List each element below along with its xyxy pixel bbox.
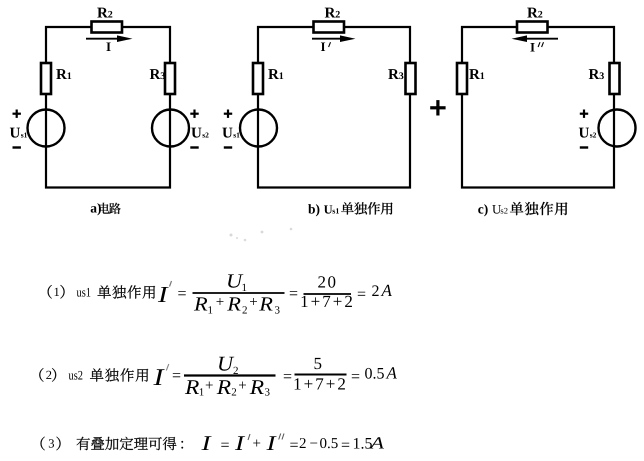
svg-text:3: 3 xyxy=(48,437,54,451)
svg-text:3: 3 xyxy=(160,71,165,82)
svg-text:us2: us2 xyxy=(69,368,84,383)
svg-text:=: = xyxy=(221,437,230,454)
svg-text:1+7+2: 1+7+2 xyxy=(300,292,355,311)
svg-text:s1: s1 xyxy=(233,131,240,140)
svg-text:+: + xyxy=(253,436,261,452)
svg-text:a): a) xyxy=(90,201,101,216)
svg-text:U: U xyxy=(222,126,233,142)
svg-text:s1: s1 xyxy=(21,131,28,140)
svg-text:−: − xyxy=(310,436,318,452)
svg-text:I: I xyxy=(200,431,212,455)
svg-text:R: R xyxy=(469,67,480,83)
svg-text:2: 2 xyxy=(335,10,340,21)
svg-text:+: + xyxy=(238,378,246,394)
svg-text:b): b) xyxy=(308,202,320,217)
svg-text:R: R xyxy=(216,375,232,399)
svg-text:R: R xyxy=(388,67,399,83)
svg-text:1: 1 xyxy=(54,285,60,299)
svg-text:2: 2 xyxy=(372,283,380,300)
svg-text:U: U xyxy=(191,126,202,142)
svg-text:R: R xyxy=(184,375,200,399)
svg-text:U: U xyxy=(324,203,333,217)
svg-text:A: A xyxy=(381,281,393,300)
svg-text:=: = xyxy=(283,369,292,386)
svg-text:+: + xyxy=(249,295,257,311)
svg-text:s2: s2 xyxy=(590,131,597,140)
svg-text:R: R xyxy=(589,67,600,83)
svg-text:1: 1 xyxy=(242,282,248,294)
svg-text:R: R xyxy=(97,6,108,22)
svg-text:1: 1 xyxy=(199,387,205,399)
svg-text:A: A xyxy=(386,364,398,383)
svg-text:I: I xyxy=(530,40,535,55)
svg-text:2: 2 xyxy=(233,365,239,377)
svg-text:U: U xyxy=(217,352,235,376)
svg-text:R: R xyxy=(193,294,208,316)
svg-text:+: + xyxy=(205,378,213,394)
svg-text:5: 5 xyxy=(313,354,322,373)
svg-text:=: = xyxy=(341,437,350,454)
svg-text:R: R xyxy=(150,67,161,83)
svg-text:20: 20 xyxy=(318,273,338,292)
svg-text:3: 3 xyxy=(599,71,604,82)
svg-text:0.5: 0.5 xyxy=(365,366,385,383)
svg-text:=: = xyxy=(289,286,298,303)
svg-text:2: 2 xyxy=(299,436,307,452)
svg-text:0.5: 0.5 xyxy=(320,436,339,452)
svg-text:3: 3 xyxy=(265,387,271,399)
svg-text:2: 2 xyxy=(108,10,113,21)
svg-text:U: U xyxy=(492,202,502,217)
svg-text:3: 3 xyxy=(275,305,281,317)
svg-text:R: R xyxy=(527,6,538,22)
svg-text:1: 1 xyxy=(67,71,72,82)
svg-text:I: I xyxy=(265,431,277,455)
svg-text:c): c) xyxy=(478,202,489,217)
svg-text:R: R xyxy=(249,375,265,399)
svg-text:1+7+2: 1+7+2 xyxy=(293,375,348,394)
svg-text:2: 2 xyxy=(242,305,248,317)
svg-text:U: U xyxy=(226,271,244,293)
svg-text:I: I xyxy=(321,39,326,54)
svg-text:us1: us1 xyxy=(77,285,92,300)
svg-text:1: 1 xyxy=(480,71,485,82)
svg-text:R: R xyxy=(226,294,241,316)
svg-text:1.5: 1.5 xyxy=(353,436,373,453)
svg-text:=: = xyxy=(172,368,181,385)
svg-text:1: 1 xyxy=(208,305,214,317)
svg-text:s2: s2 xyxy=(202,131,209,140)
svg-text:I: I xyxy=(157,282,170,307)
svg-text:2: 2 xyxy=(538,10,543,21)
svg-text:2: 2 xyxy=(46,368,52,382)
svg-text:R: R xyxy=(56,67,67,83)
svg-text:U: U xyxy=(10,126,21,142)
svg-text:1: 1 xyxy=(279,71,284,82)
svg-text:s2: s2 xyxy=(500,206,508,216)
svg-text:+: + xyxy=(216,295,224,311)
svg-text:3: 3 xyxy=(399,71,404,82)
svg-text:A: A xyxy=(369,434,385,453)
svg-text:=: = xyxy=(357,286,366,303)
svg-text:R: R xyxy=(325,6,336,22)
svg-text:I: I xyxy=(106,39,111,54)
svg-text:U: U xyxy=(579,126,590,142)
svg-text:=: = xyxy=(178,286,187,303)
svg-text:s1: s1 xyxy=(332,207,339,216)
svg-text:R: R xyxy=(268,67,279,83)
svg-text:R: R xyxy=(258,294,273,316)
svg-text:2: 2 xyxy=(231,387,237,399)
svg-text:=: = xyxy=(290,437,299,454)
svg-text:=: = xyxy=(351,369,360,386)
svg-text:I: I xyxy=(152,365,165,391)
svg-text:I: I xyxy=(234,431,246,455)
